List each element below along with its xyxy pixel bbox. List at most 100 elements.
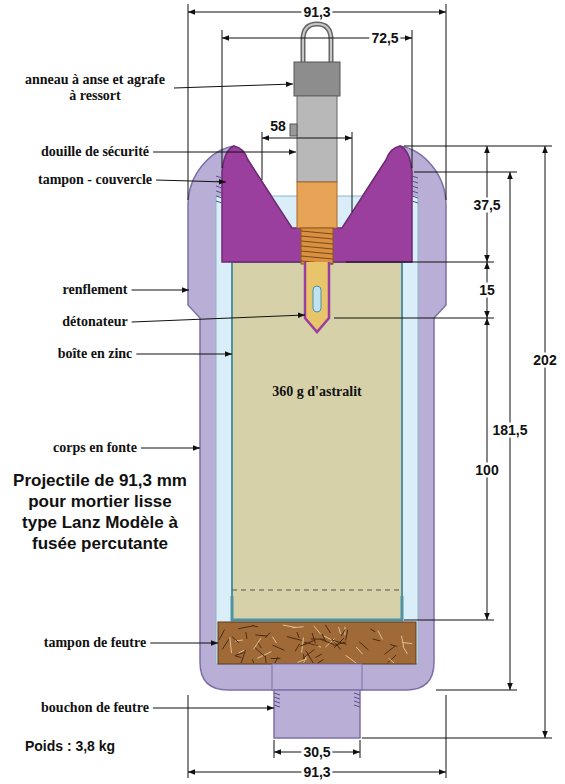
thread-stroke bbox=[301, 256, 333, 259]
felt-pad bbox=[218, 622, 416, 664]
felt-fiber bbox=[275, 657, 278, 663]
extension-line bbox=[362, 738, 552, 739]
handle-ring-highlight bbox=[303, 24, 331, 68]
leader-line bbox=[150, 643, 218, 644]
felt-fiber bbox=[254, 638, 261, 649]
felt-fiber bbox=[232, 637, 239, 643]
dimension-value: 202 bbox=[531, 353, 558, 368]
thread-stroke bbox=[216, 176, 222, 178]
leader-line bbox=[132, 290, 189, 291]
safety-pin bbox=[290, 124, 297, 136]
part-label: douille de sécurité bbox=[41, 144, 149, 160]
thread-stroke bbox=[274, 693, 280, 695]
felt-fiber bbox=[287, 637, 302, 641]
thread-stroke bbox=[412, 196, 418, 198]
felt-fiber bbox=[300, 644, 307, 646]
felt-fiber bbox=[370, 629, 375, 632]
extension-line bbox=[414, 172, 517, 173]
dimension-line bbox=[262, 138, 352, 139]
felt-fiber bbox=[258, 643, 261, 648]
felt-fiber bbox=[265, 656, 267, 663]
felt-fiber bbox=[238, 626, 253, 629]
extension-line bbox=[274, 740, 275, 758]
leader-line bbox=[136, 354, 232, 355]
zinc-box-bottom bbox=[232, 596, 402, 620]
felt-fiber bbox=[271, 658, 281, 659]
thread-stroke bbox=[412, 191, 418, 193]
felt-fiber bbox=[372, 639, 380, 641]
felt-fiber bbox=[318, 660, 324, 663]
thread-stroke bbox=[301, 236, 333, 239]
felt-fiber bbox=[255, 635, 267, 636]
felt-fiber bbox=[246, 632, 247, 639]
felt-fiber bbox=[325, 625, 330, 633]
dimension-value: 58 bbox=[268, 119, 288, 134]
extension-line bbox=[436, 690, 517, 691]
fuze-thread bbox=[301, 228, 333, 264]
felt-fiber bbox=[322, 634, 326, 641]
leader-line bbox=[174, 84, 293, 88]
felt-fiber bbox=[235, 656, 241, 658]
felt-fiber bbox=[320, 639, 334, 645]
thread-stroke bbox=[412, 186, 418, 188]
thread-stroke bbox=[354, 693, 360, 695]
thread-stroke bbox=[274, 705, 280, 707]
felt-fiber bbox=[345, 655, 356, 663]
detonator-capsule bbox=[313, 286, 321, 312]
felt-fiber bbox=[222, 639, 229, 650]
thread-stroke bbox=[354, 697, 360, 699]
filling-label: 360 g d'astralit bbox=[272, 384, 361, 400]
extension-line bbox=[334, 318, 494, 319]
part-label: tampon - couvercle bbox=[38, 172, 152, 188]
felt-fiber bbox=[346, 630, 348, 641]
leader-line bbox=[141, 448, 200, 449]
safety-sleeve bbox=[297, 96, 337, 182]
felt-fiber bbox=[359, 642, 368, 650]
felt-fiber bbox=[315, 654, 322, 658]
felt-fiber bbox=[334, 638, 344, 648]
felt-fiber bbox=[356, 647, 362, 654]
felt-fiber bbox=[306, 651, 313, 663]
part-label: boîte en zinc bbox=[58, 346, 133, 362]
dimension-value: 91,3 bbox=[301, 5, 332, 20]
extension-line bbox=[262, 132, 263, 180]
felt-fiber bbox=[403, 646, 408, 654]
part-label: bouchon de feutre bbox=[41, 700, 149, 716]
part-label: renflement bbox=[62, 282, 127, 298]
thread-stroke bbox=[274, 697, 280, 699]
extension-line bbox=[188, 695, 189, 778]
thread-stroke bbox=[216, 201, 222, 203]
detonator bbox=[305, 262, 329, 332]
felt-fiber bbox=[219, 630, 225, 640]
dashed-line bbox=[232, 590, 402, 591]
felt-fiber bbox=[272, 637, 276, 643]
felt-fiber bbox=[239, 650, 245, 653]
extension-line bbox=[188, 4, 189, 200]
felt-fiber bbox=[298, 659, 308, 663]
dimension-value: 30,5 bbox=[301, 745, 332, 760]
bottom-boss bbox=[272, 664, 362, 690]
felt-fiber bbox=[257, 652, 271, 659]
leader-line bbox=[153, 708, 274, 709]
felt-texture bbox=[219, 625, 412, 663]
felt-fiber bbox=[339, 627, 341, 634]
thread-stroke bbox=[412, 176, 418, 178]
thread-stroke bbox=[301, 241, 333, 244]
extension-line bbox=[446, 4, 447, 200]
felt-fiber bbox=[255, 648, 265, 657]
thread-stroke bbox=[354, 701, 360, 703]
spring-clip-collar bbox=[294, 62, 340, 96]
felt-fiber bbox=[378, 630, 383, 639]
felt-plug bbox=[274, 690, 360, 738]
thread-stroke bbox=[412, 181, 418, 183]
extension-line bbox=[360, 740, 361, 758]
dimension-lines bbox=[188, 4, 552, 778]
thread-stroke bbox=[216, 196, 222, 198]
felt-fiber bbox=[389, 658, 395, 663]
felt-fiber bbox=[402, 643, 412, 644]
felt-fiber bbox=[387, 655, 396, 663]
zinc-box bbox=[232, 262, 402, 620]
felt-fiber bbox=[390, 644, 397, 646]
handle-ring bbox=[303, 24, 331, 68]
felt-fiber bbox=[295, 644, 300, 652]
